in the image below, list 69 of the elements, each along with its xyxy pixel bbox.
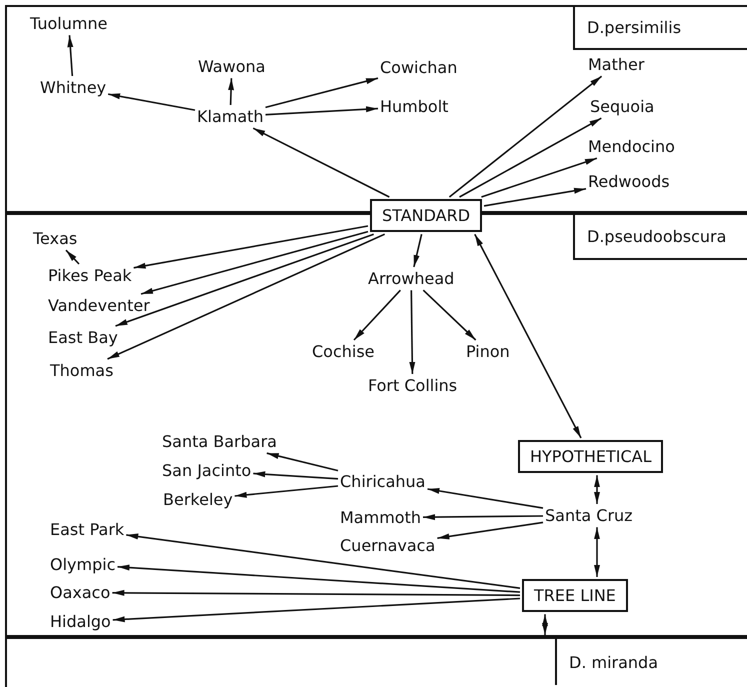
arrangement-label: Texas	[33, 229, 78, 248]
arrangement-label: Mendocino	[588, 137, 675, 156]
arrangement-label: East Park	[50, 520, 124, 540]
arrow	[423, 514, 543, 520]
arrangement-label: Oaxaco	[50, 583, 110, 602]
arrow	[228, 78, 234, 106]
arrow	[474, 234, 582, 438]
arrow	[594, 475, 600, 504]
arrangement-box: TREE LINE	[522, 579, 628, 612]
arrangement-label: Mather	[588, 55, 644, 74]
arrangement-label: Fort Collins	[368, 376, 458, 396]
arrangement-label: Cochise	[312, 342, 375, 362]
arrow	[234, 485, 338, 498]
arrow	[448, 76, 602, 198]
arrangement-label: Berkeley	[163, 490, 233, 510]
arrow	[409, 290, 416, 374]
arrangement-label: Whitney	[40, 78, 106, 98]
arrow	[112, 598, 520, 622]
arrangement-box: HYPOTHETICAL	[518, 440, 664, 474]
arrow	[117, 564, 520, 593]
arrangement-box: STANDARD	[370, 199, 482, 232]
arrangement-label: Pinon	[466, 342, 510, 362]
arrow	[253, 471, 338, 480]
arrangement-label: Klamath	[197, 107, 264, 126]
species-label: D.pseudoobscura	[573, 215, 747, 260]
arrangement-label: Mammoth	[340, 508, 421, 528]
arrangement-label: Thomas	[50, 361, 114, 380]
arrow	[481, 157, 598, 198]
arrow	[459, 118, 602, 198]
arrangement-label: Hidalgo	[50, 612, 111, 632]
arrangement-label: Arrowhead	[368, 269, 454, 288]
arrow	[542, 614, 548, 635]
arrow	[265, 106, 378, 116]
species-label: D.persimilis	[573, 7, 747, 50]
arrangement-label: Vandeventer	[48, 296, 150, 316]
arrow	[107, 233, 386, 360]
arrow	[427, 488, 544, 509]
arrow	[115, 233, 374, 327]
arrangement-label: East Bay	[48, 328, 118, 348]
arrow	[437, 522, 544, 540]
arrangement-label: Olympic	[50, 555, 116, 574]
arrangement-label: Cowichan	[380, 58, 458, 78]
arrow	[266, 452, 338, 472]
arrow	[140, 230, 368, 295]
arrow	[134, 225, 368, 269]
species-band	[5, 637, 747, 687]
arrangement-label: Redwoods	[588, 172, 670, 192]
arrow	[65, 250, 80, 265]
arrow	[484, 188, 586, 207]
arrow	[422, 290, 476, 341]
arrangement-label: Chiricahua	[340, 472, 426, 492]
arrangement-label: Pikes Peak	[48, 266, 132, 286]
arrow	[413, 234, 422, 268]
arrangement-label: Cuernavaca	[340, 536, 436, 556]
arrow	[108, 93, 196, 111]
arrow	[67, 35, 74, 76]
arrangement-label: Tuolumne	[30, 14, 108, 34]
arrow	[594, 527, 600, 577]
arrangement-label: San Jacinto	[162, 461, 252, 480]
arrow	[252, 127, 390, 198]
arrow	[112, 590, 520, 596]
arrangement-label: Santa Barbara	[162, 432, 277, 452]
arrangement-label: Humbolt	[380, 97, 448, 116]
arrangement-label: Wawona	[198, 57, 266, 76]
arrangement-label: Santa Cruz	[545, 506, 633, 526]
arrow	[265, 77, 378, 108]
arrangement-label: Sequoia	[590, 97, 654, 116]
arrow	[126, 534, 520, 589]
arrow	[353, 290, 401, 341]
